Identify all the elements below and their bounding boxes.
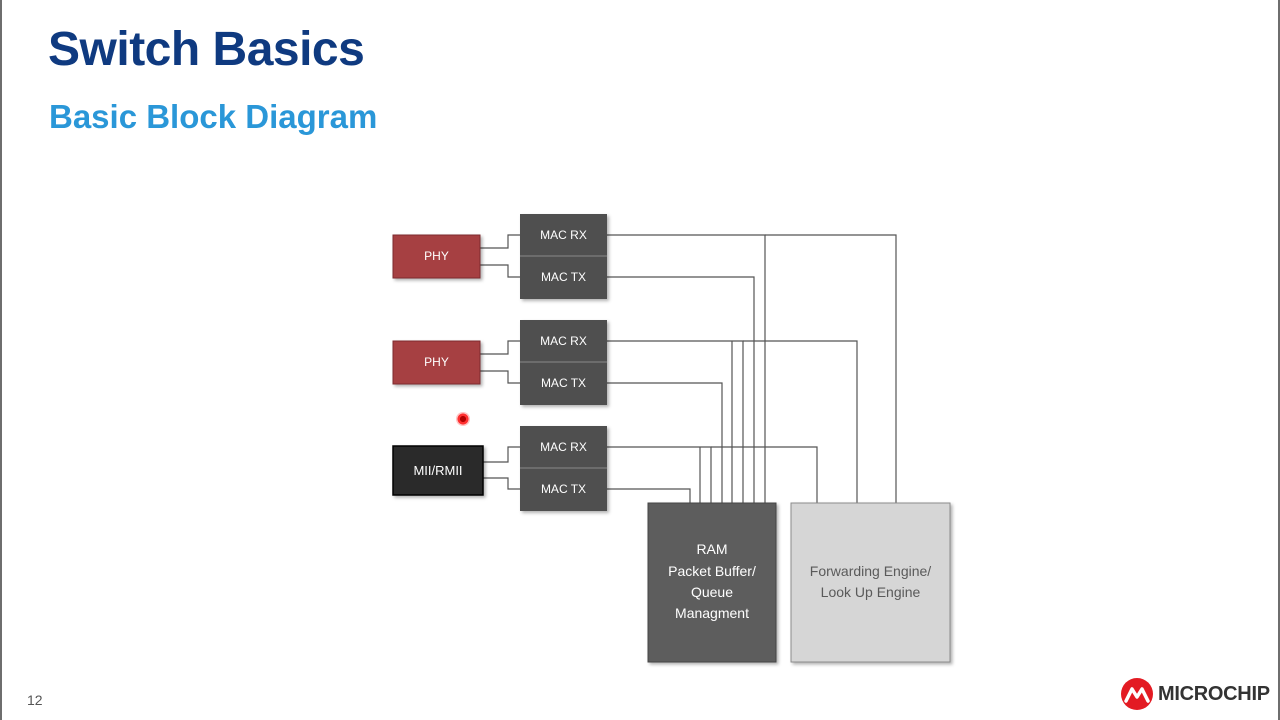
mii-rmii-label: MII/RMII bbox=[413, 463, 462, 478]
laser-pointer-icon bbox=[456, 412, 470, 426]
phy-block-1: PHY bbox=[392, 234, 481, 279]
line-macrx2-fwd bbox=[743, 340, 858, 503]
line-macrx1-ram bbox=[607, 234, 766, 503]
microchip-logo: MICROCHIP bbox=[1120, 676, 1270, 712]
phy-label-1: PHY bbox=[424, 249, 449, 263]
line-macrx1-fwd bbox=[765, 234, 897, 503]
ram-label-line-4: Managment bbox=[675, 605, 749, 621]
mac-rx-label-3: MAC RX bbox=[540, 440, 587, 454]
forwarding-engine-block: Forwarding Engine/ Look Up Engine bbox=[790, 502, 951, 663]
line-phy2-macrx2 bbox=[480, 340, 520, 355]
ram-label-line-1: RAM bbox=[696, 541, 727, 557]
mac-tx-label-2: MAC TX bbox=[541, 376, 586, 390]
line-mactx1-ram bbox=[607, 276, 755, 503]
slide-title: Switch Basics bbox=[48, 23, 365, 76]
line-mii-macrx3 bbox=[483, 446, 520, 463]
mac-group-2: MAC RX MAC TX bbox=[520, 320, 607, 405]
phy-block-2: PHY bbox=[392, 340, 481, 385]
forwarding-label-line-1: Forwarding Engine/ bbox=[810, 563, 932, 579]
microchip-logo-icon bbox=[1121, 678, 1153, 710]
mac-tx-label-1: MAC TX bbox=[541, 270, 586, 284]
phy-label-2: PHY bbox=[424, 355, 449, 369]
line-mii-mactx3 bbox=[483, 477, 520, 490]
line-macrx3-ram bbox=[607, 446, 712, 503]
mac-group-3: MAC RX MAC TX bbox=[520, 426, 607, 511]
line-phy1-mactx1 bbox=[480, 264, 520, 278]
connection-lines bbox=[480, 234, 897, 503]
mac-rx-label-1: MAC RX bbox=[540, 228, 587, 242]
line-phy2-mactx2 bbox=[480, 370, 520, 384]
ram-packet-buffer-block: RAM Packet Buffer/ Queue Managment bbox=[647, 502, 777, 663]
mii-rmii-block: MII/RMII bbox=[392, 445, 484, 496]
page-number: 12 bbox=[27, 692, 43, 708]
line-phy1-macrx1 bbox=[480, 234, 520, 249]
microchip-logo-text: MICROCHIP bbox=[1158, 682, 1270, 705]
line-mactx2-ram bbox=[607, 382, 723, 503]
mac-group-1: MAC RX MAC TX bbox=[520, 214, 607, 299]
ram-label-line-3: Queue bbox=[691, 584, 733, 600]
mac-tx-label-3: MAC TX bbox=[541, 482, 586, 496]
mac-rx-label-2: MAC RX bbox=[540, 334, 587, 348]
line-macrx3-fwd bbox=[711, 446, 818, 503]
ram-label-line-2: Packet Buffer/ bbox=[668, 563, 756, 579]
line-mactx3-ram bbox=[607, 488, 691, 503]
forwarding-label-line-2: Look Up Engine bbox=[821, 584, 921, 600]
slide-subtitle: Basic Block Diagram bbox=[49, 98, 378, 135]
